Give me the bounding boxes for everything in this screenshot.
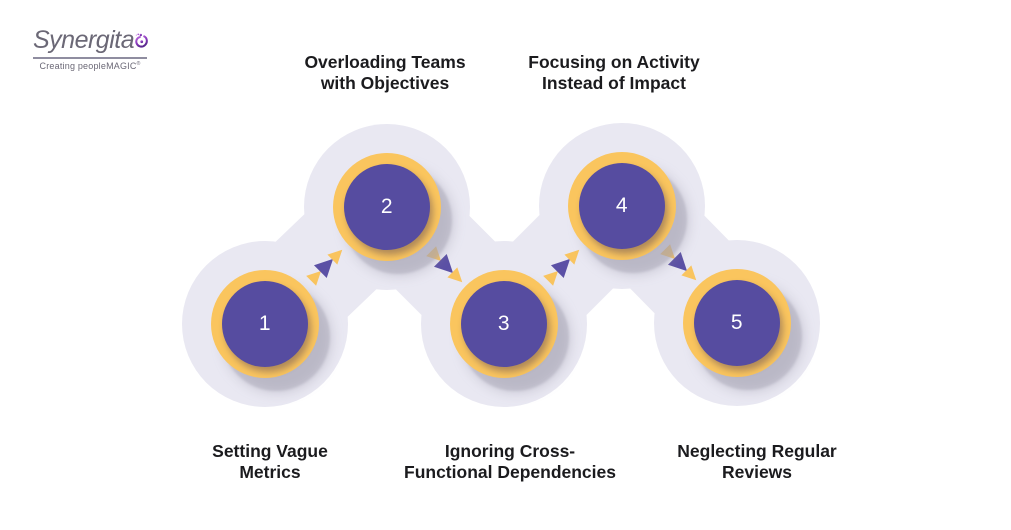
logo-row: Synergita bbox=[33, 26, 149, 54]
logo-underline bbox=[33, 57, 147, 59]
step-number: 4 bbox=[615, 194, 629, 217]
step-circle-1-inner: 1 bbox=[222, 281, 308, 367]
step-circle-1: 1 bbox=[211, 270, 319, 378]
step-circle-5-inner: 5 bbox=[694, 280, 780, 366]
synergita-logo: Synergita Creating peopleMAGIC® bbox=[33, 26, 149, 71]
logo-tagline: Creating peopleMAGIC® bbox=[33, 61, 147, 71]
swirl-logo-icon bbox=[135, 33, 148, 48]
step-circle-5: 5 bbox=[683, 269, 791, 377]
step-circle-2-inner: 2 bbox=[344, 164, 430, 250]
step-number: 1 bbox=[258, 312, 272, 335]
chevron-down-right-icon bbox=[433, 253, 454, 274]
step-circle-2: 2 bbox=[333, 153, 441, 261]
step-circle-4-inner: 4 bbox=[579, 163, 665, 249]
step-label-4: Focusing on Activity Instead of Impact bbox=[528, 52, 700, 93]
logo-wordmark: Synergita bbox=[33, 26, 135, 54]
step-label-3: Ignoring Cross- Functional Dependencies bbox=[404, 441, 616, 482]
step-label-1: Setting Vague Metrics bbox=[212, 441, 328, 482]
logo-tagline-text: Creating peopleMAGIC bbox=[39, 60, 137, 71]
step-label-5: Neglecting Regular Reviews bbox=[677, 441, 837, 482]
step-label-2: Overloading Teams with Objectives bbox=[304, 52, 466, 93]
chevron-up-right-icon bbox=[313, 258, 334, 279]
step-circle-4: 4 bbox=[568, 152, 676, 260]
step-circle-3-inner: 3 bbox=[461, 281, 547, 367]
step-number: 2 bbox=[380, 195, 394, 218]
step-number: 5 bbox=[730, 311, 744, 334]
step-circle-3: 3 bbox=[450, 270, 558, 378]
step-number: 3 bbox=[497, 312, 511, 335]
registered-mark: ® bbox=[136, 60, 141, 67]
